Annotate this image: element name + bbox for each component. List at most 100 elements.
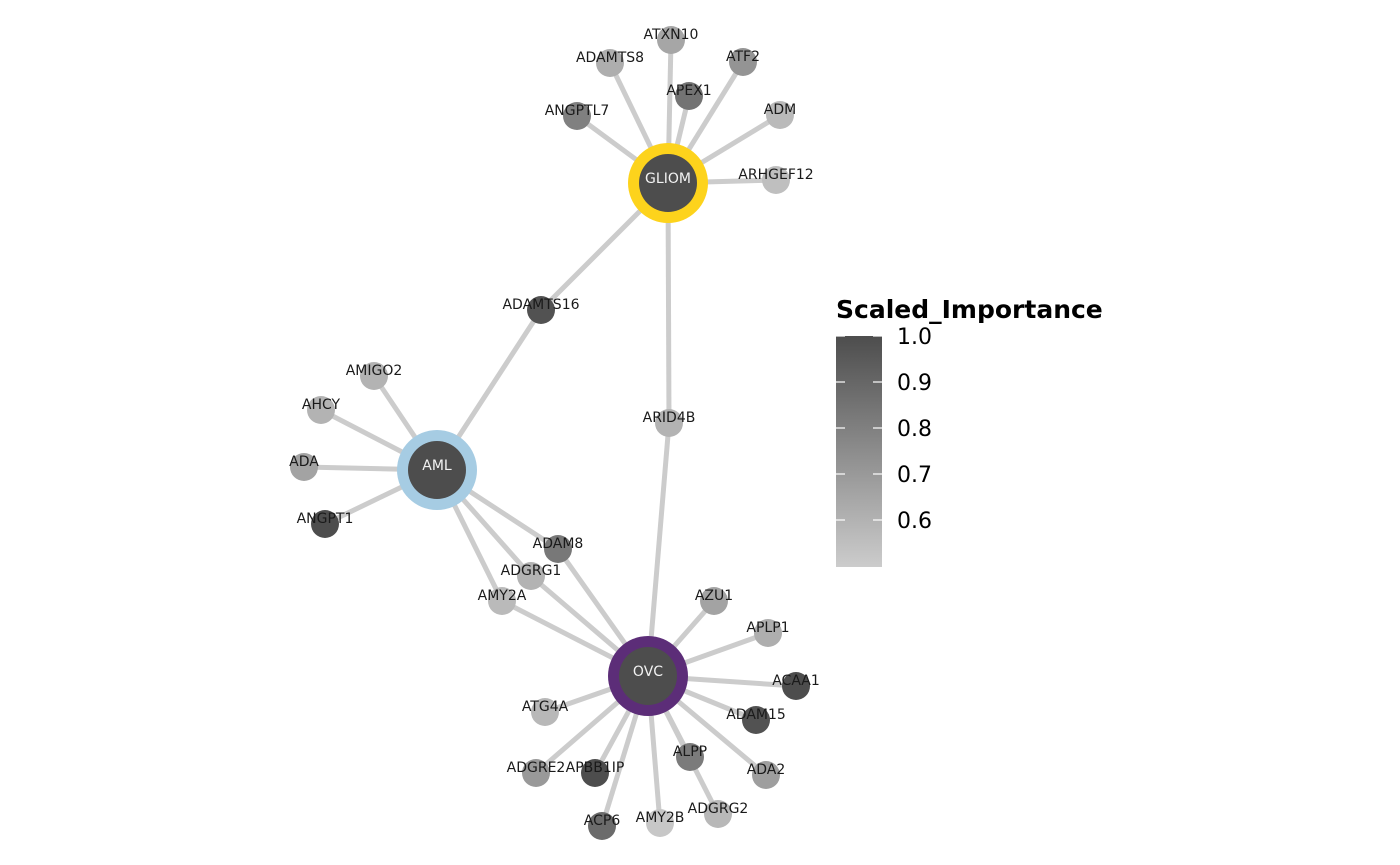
gene-node-circle xyxy=(704,800,732,828)
gene-node-adgre2: ADGRE2 xyxy=(507,759,566,787)
gene-node-circle xyxy=(729,48,757,76)
hub-core xyxy=(619,647,677,705)
gene-node-ahcy: AHCY xyxy=(302,396,341,424)
gene-node-adam8: ADAM8 xyxy=(533,535,584,563)
gene-node-azu1: AZU1 xyxy=(695,587,733,615)
hub-core xyxy=(639,154,697,212)
legend-tick-label: 0.9 xyxy=(897,371,932,396)
gene-node-adgrg1: ADGRG1 xyxy=(501,562,562,590)
gene-node-alpp: ALPP xyxy=(673,743,707,771)
gene-label: ACAA1 xyxy=(772,673,820,689)
gene-label: ANGPTL7 xyxy=(545,103,610,119)
gene-node-circle xyxy=(360,362,388,390)
gene-node-arid4b: ARID4B xyxy=(643,409,696,437)
gene-label: ACP6 xyxy=(584,813,621,829)
gene-node-circle xyxy=(588,812,616,840)
gene-node-circle xyxy=(752,761,780,789)
gene-node-apbb1ip: APBB1IP xyxy=(566,759,625,787)
legend-title: Scaled_Importance xyxy=(836,295,1103,324)
gene-node-atg4a: ATG4A xyxy=(522,698,569,726)
gene-node-acp6: ACP6 xyxy=(584,812,621,840)
gene-label: ANGPT1 xyxy=(297,511,354,527)
gene-node-circle xyxy=(307,396,335,424)
hub-node-aml: AML xyxy=(397,430,477,510)
gene-label: ATF2 xyxy=(726,49,760,65)
gene-node-aplp1: APLP1 xyxy=(746,619,790,647)
gene-label: ADAM8 xyxy=(533,536,584,552)
gene-node-circle xyxy=(581,759,609,787)
gene-node-circle xyxy=(596,49,624,77)
gene-label: ADAM15 xyxy=(726,707,786,723)
hub-core xyxy=(408,441,466,499)
gene-node-adam15: ADAM15 xyxy=(726,706,786,734)
gene-node-ada2: ADA2 xyxy=(747,761,786,789)
gene-node-angpt1: ANGPT1 xyxy=(297,510,354,538)
gene-node-circle xyxy=(766,101,794,129)
gene-node-circle xyxy=(675,82,703,110)
color-legend: Scaled_Importance 1.00.90.80.70.6 xyxy=(836,295,1103,567)
gene-node-circle xyxy=(646,809,674,837)
gene-node-angptl7: ANGPTL7 xyxy=(545,102,610,130)
gene-label: ADGRE2 xyxy=(507,760,566,776)
gene-label: AMIGO2 xyxy=(346,363,403,379)
gene-node-circle xyxy=(544,535,572,563)
gene-node-adamts8: ADAMTS8 xyxy=(576,49,644,77)
gene-node-circle xyxy=(657,26,685,54)
gene-node-circle xyxy=(676,743,704,771)
gene-label: AMY2B xyxy=(636,810,685,826)
gene-label: AMY2A xyxy=(478,588,527,604)
legend-ticks: 1.00.90.80.70.6 xyxy=(836,325,932,534)
gene-node-circle xyxy=(290,453,318,481)
gene-node-circle xyxy=(311,510,339,538)
gene-node-atf2: ATF2 xyxy=(726,48,760,76)
gene-label: ARID4B xyxy=(643,410,696,426)
gene-label: APBB1IP xyxy=(566,760,625,776)
gene-node-amy2a: AMY2A xyxy=(478,587,527,615)
gene-label: ATXN10 xyxy=(644,27,699,43)
gene-label: AZU1 xyxy=(695,588,733,604)
gene-node-ada: ADA xyxy=(289,453,319,481)
gene-node-adamts16: ADAMTS16 xyxy=(502,296,580,324)
gene-label: APEX1 xyxy=(666,83,711,99)
gene-label: ADGRG1 xyxy=(501,563,562,579)
gene-node-arhgef12: ARHGEF12 xyxy=(738,166,814,194)
legend-colorbar xyxy=(836,336,882,567)
gene-node-atxn10: ATXN10 xyxy=(644,26,699,54)
hub-node-ovc: OVC xyxy=(608,636,688,716)
gene-node-circle xyxy=(531,698,559,726)
gene-label: ATG4A xyxy=(522,699,569,715)
gene-node-circle xyxy=(700,587,728,615)
gene-node-circle xyxy=(527,296,555,324)
gene-label: ADGRG2 xyxy=(688,801,749,817)
gene-label: AHCY xyxy=(302,397,341,413)
gene-node-adm: ADM xyxy=(764,101,796,129)
legend-tick-label: 0.7 xyxy=(897,463,932,488)
gene-node-circle xyxy=(517,562,545,590)
gene-label: ADAMTS8 xyxy=(576,50,644,66)
gene-node-circle xyxy=(754,619,782,647)
hub-label: AML xyxy=(422,458,452,474)
legend-tick-label: 1.0 xyxy=(897,325,932,350)
gene-node-circle xyxy=(782,672,810,700)
legend-tick-label: 0.8 xyxy=(897,417,932,442)
gene-label: ALPP xyxy=(673,744,707,760)
gene-node-circle xyxy=(655,409,683,437)
gene-label: ADA2 xyxy=(747,762,786,778)
hub-label: GLIOM xyxy=(645,171,691,187)
gene-node-amigo2: AMIGO2 xyxy=(346,362,403,390)
gene-node-adgrg2: ADGRG2 xyxy=(688,800,749,828)
gene-label: ARHGEF12 xyxy=(738,167,813,183)
gene-node-amy2b: AMY2B xyxy=(636,809,685,837)
edge-arid4b-gliom xyxy=(665,182,672,424)
gene-node-circle xyxy=(522,759,550,787)
edge-arid4b-ovc xyxy=(645,422,672,677)
hub-label: OVC xyxy=(633,664,663,680)
gene-node-circle xyxy=(563,102,591,130)
gene-node-circle xyxy=(742,706,770,734)
gene-label: ADM xyxy=(764,102,796,118)
gene-label: APLP1 xyxy=(746,620,789,636)
gene-node-circle xyxy=(762,166,790,194)
gene-label: ADA xyxy=(289,454,319,470)
